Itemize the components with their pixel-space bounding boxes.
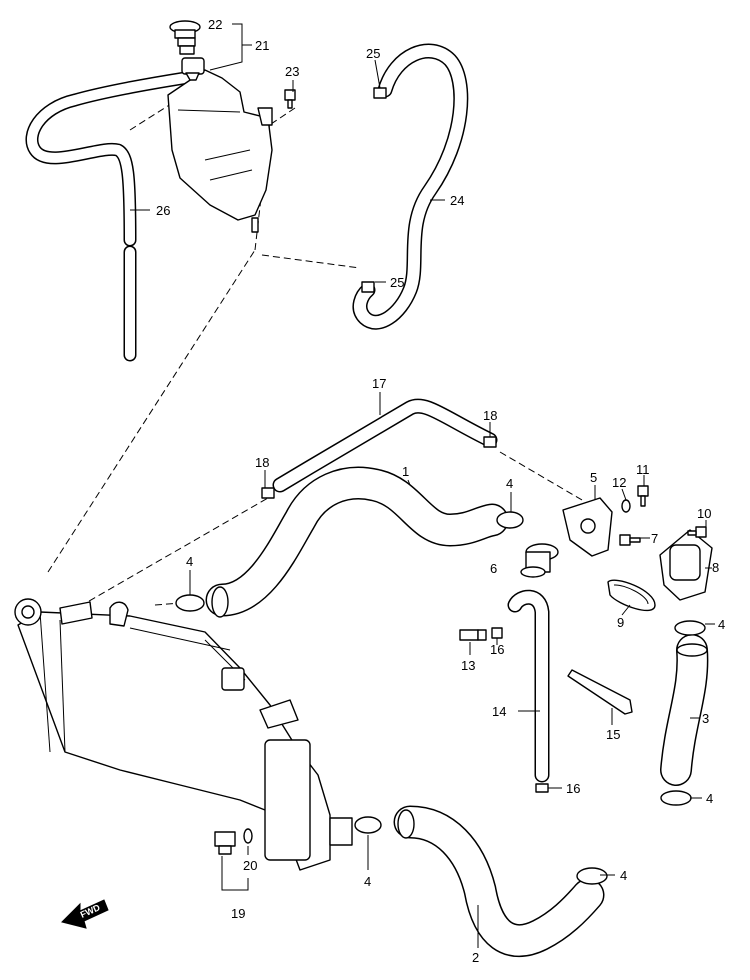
callout-3: 3 [702,711,709,726]
callout-7: 7 [651,531,658,546]
reservoir-tank [167,57,273,233]
leader-lines [130,23,715,948]
callout-26: 26 [156,203,170,218]
callout-16-lower: 16 [566,781,580,796]
callout-18-right: 18 [483,408,497,423]
callout-24: 24 [450,193,464,208]
hose-26 [25,71,192,362]
radiator [14,598,353,871]
callout-5: 5 [590,470,597,485]
callout-4-bottom-mid: 4 [364,874,371,889]
callout-25-bottom: 25 [390,275,404,290]
thermostat-cover [562,497,613,557]
callout-labels: 22 21 23 25 26 24 25 17 18 1 18 4 4 5 12… [156,17,725,965]
callout-12: 12 [612,475,626,490]
fwd-arrow: FWD [61,899,109,929]
callout-13: 13 [461,658,475,673]
hose-clamps [175,87,706,885]
callout-14: 14 [492,704,506,719]
callout-17: 17 [372,376,386,391]
callout-23: 23 [285,64,299,79]
callout-10: 10 [697,506,711,521]
callout-19: 19 [231,906,245,921]
callout-2: 2 [472,950,479,965]
callout-22: 22 [208,17,222,32]
callout-18-left: 18 [255,455,269,470]
callout-21: 21 [255,38,269,53]
hose-14 [507,589,550,783]
bolt-23 [284,89,296,109]
callout-16-upper: 16 [490,642,504,657]
callout-6: 6 [490,561,497,576]
hose-1 [205,466,509,618]
o-ring [607,579,656,612]
hose-3 [660,634,709,786]
reservoir-cap [169,20,201,55]
callout-9: 9 [617,615,624,630]
callout-25-top: 25 [366,46,380,61]
thermostat-housing [659,529,713,601]
hose-17 [272,398,498,493]
callout-4-right-lower: 4 [706,791,713,806]
callout-4-upper-mid: 4 [506,476,513,491]
callout-4-right-upper: 4 [718,617,725,632]
cable-strap [567,669,633,715]
callout-11: 11 [636,462,650,477]
thermostat [520,543,559,578]
callout-8: 8 [712,560,719,575]
callout-15: 15 [606,727,620,742]
callout-4-upper-left: 4 [186,554,193,569]
callout-4-bottom-right: 4 [620,868,627,883]
callout-1: 1 [402,464,409,479]
callout-20: 20 [243,858,257,873]
temperature-sensor [214,828,253,855]
hose-24 [352,43,469,330]
hose-2 [393,805,605,958]
